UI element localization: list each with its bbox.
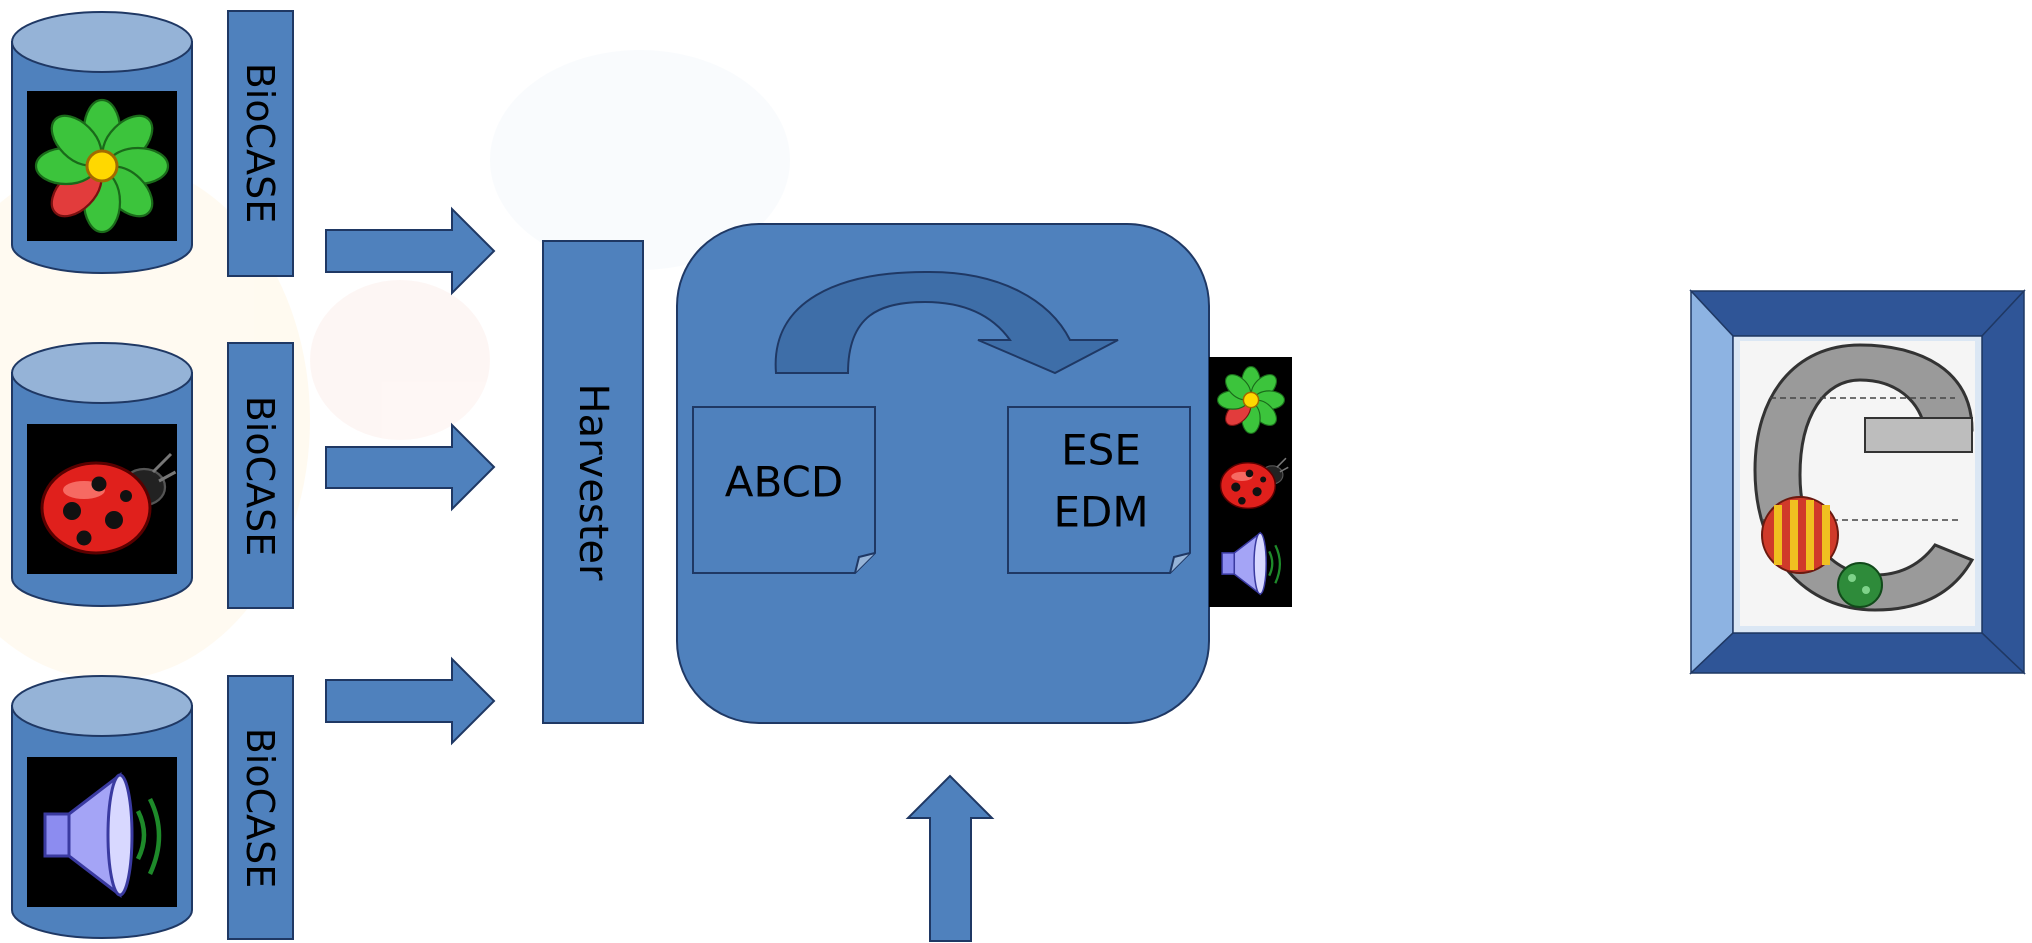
database-cylinder-top: [11, 675, 193, 737]
source-database-3: [11, 675, 193, 939]
arrow-right-3: [325, 656, 496, 746]
europeana-logo: [1753, 343, 1975, 612]
abcd-label: ABCD: [725, 458, 843, 507]
arrow-up: [905, 774, 995, 942]
speaker-icon: [1211, 522, 1291, 602]
biocase-label-2: BioCASE: [238, 396, 282, 557]
biocase-label-1: BioCASE: [238, 63, 282, 224]
ese-edm-document-fold: [1169, 552, 1191, 574]
curved-arrow: [774, 271, 1119, 375]
biocase-box-1: [227, 10, 294, 277]
harvester-label: Harvester: [570, 384, 616, 581]
biocase-box-3: [227, 675, 294, 940]
database-cylinder-top: [11, 342, 193, 404]
speaker-icon: [27, 757, 177, 907]
ese-label: ESE: [1061, 426, 1141, 475]
biocase-label-3: BioCASE: [238, 728, 282, 889]
abcd-document-fold: [854, 552, 876, 574]
ladybug-icon: [25, 422, 179, 576]
database-cylinder-top: [11, 11, 193, 73]
edm-label: EDM: [1053, 488, 1148, 537]
biocase-box-2: [227, 342, 294, 609]
arrow-right-1: [325, 206, 496, 296]
arrow-right-2: [325, 422, 496, 512]
flower-icon: [25, 89, 179, 243]
flower-icon: [1212, 361, 1290, 439]
source-database-1: [11, 11, 193, 274]
source-database-2: [11, 342, 193, 607]
ladybug-icon: [1212, 442, 1290, 520]
harvester-box: [542, 240, 644, 724]
